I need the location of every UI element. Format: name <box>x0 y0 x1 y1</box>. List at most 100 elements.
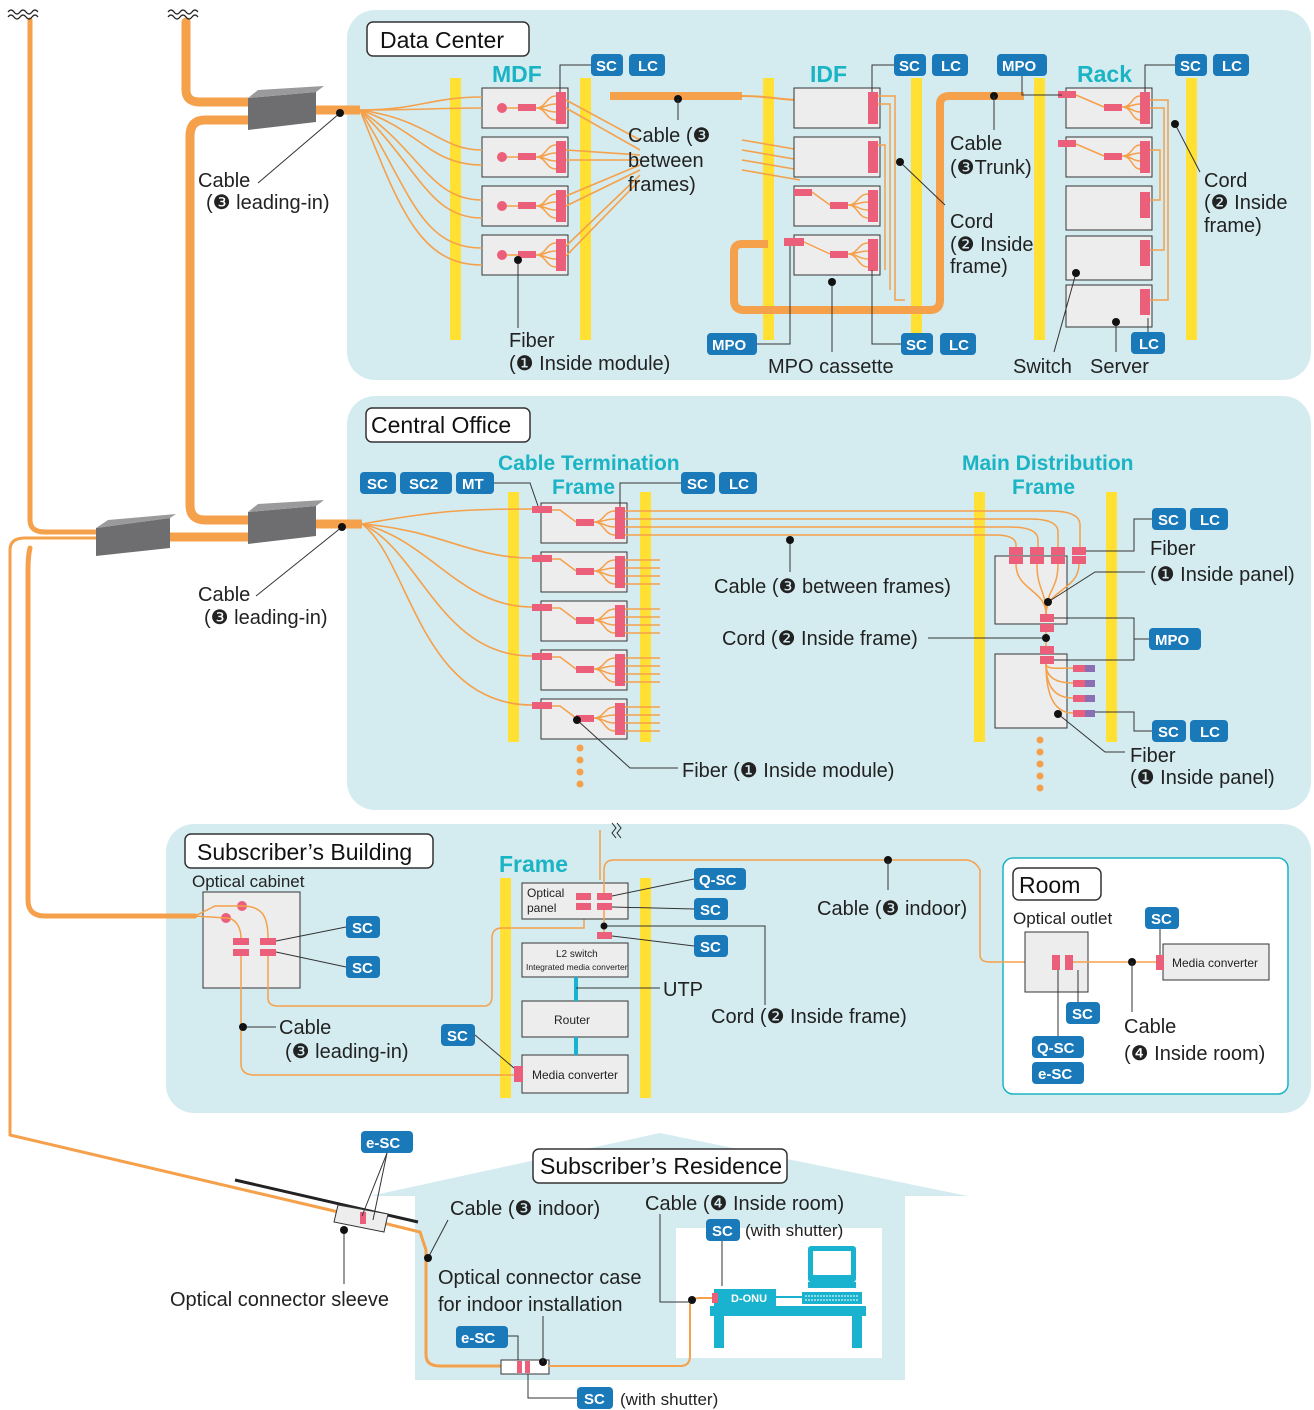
tag-sc: SC <box>1072 1006 1093 1023</box>
tag-sc: SC <box>906 337 927 354</box>
co-inside-panel-label: (❶ Inside panel) <box>1150 564 1295 586</box>
dc-leading-in-cable-label: Cable <box>198 170 250 192</box>
tag-sc: SC <box>899 58 920 75</box>
room-title-box <box>1012 867 1102 901</box>
sb-connector-tags[interactable]: SC SC Q-SC SC SC SC <box>346 868 746 1046</box>
mdf-title: MDF <box>492 61 542 87</box>
optical-connector-case <box>500 1359 550 1375</box>
sr-cable-indoor-label: Cable (❸ indoor) <box>450 1198 600 1220</box>
optical-cabinet-connectors <box>221 901 276 956</box>
trunk-cables <box>8 17 502 1368</box>
mdf2-title-1: Main Distribution <box>962 452 1134 475</box>
co-pointer-lines <box>255 526 1145 769</box>
tag-qsc: Q-SC <box>1037 1040 1075 1057</box>
pointer-dot <box>600 922 608 930</box>
mdf-to-idf-fibers <box>565 99 801 257</box>
tag-sc: SC <box>1151 911 1172 928</box>
co-tag-leaders <box>494 482 1152 732</box>
dc-between-frames-label-2: between <box>628 150 704 172</box>
optical-cabinet-fibers <box>194 905 585 1076</box>
data-center-title-box <box>366 21 530 57</box>
sb-cable-indoor-label: Cable (❸ indoor) <box>817 898 967 920</box>
dc-leading-in-fibers <box>359 96 483 266</box>
room-title: Room <box>1019 872 1080 898</box>
dc-between-frames-label-1: Cable (❸ <box>628 125 710 147</box>
tag-lc: LC <box>1200 512 1220 529</box>
tag-lc: LC <box>1139 336 1159 353</box>
trunk-cable-label: Cable <box>950 133 1002 155</box>
idf-cord-label: Cord <box>950 211 993 233</box>
co-leading-in-label: (❸ leading-in) <box>204 607 328 629</box>
tag-sc: SC <box>584 1391 605 1408</box>
room-panel <box>1002 857 1289 1095</box>
onu-connector <box>712 1293 718 1303</box>
dc-fiber-label: Fiber <box>509 330 555 352</box>
room-tags[interactable]: SC SC Q-SC e-SC <box>1032 907 1179 1084</box>
residence-title-box <box>532 1148 788 1184</box>
tag-sc: SC <box>367 476 388 493</box>
sr-cable-inside-room-label: Cable (❹ Inside room) <box>645 1193 844 1215</box>
tag-mpo: MPO <box>1002 58 1037 75</box>
tag-mpo: MPO <box>1155 632 1190 649</box>
tag-sc: SC <box>352 920 373 937</box>
tag-sc: SC <box>596 58 617 75</box>
tag-sc: SC <box>700 902 721 919</box>
router-label: Router <box>554 1013 590 1027</box>
tag-sc: SC <box>352 960 373 977</box>
tag-sc: SC <box>712 1223 733 1240</box>
co-connector-tags[interactable]: SC SC2 MT SC LC SC LC MPO SC LC <box>360 472 1228 742</box>
tag-sc: SC <box>1158 724 1179 741</box>
room-media-converter-label: Media converter <box>1172 956 1258 970</box>
d-onu-label: D-ONU <box>731 1293 767 1305</box>
residence-tags[interactable]: e-SC SC SC <box>456 1219 740 1409</box>
sb-leading-in-cable-label: Cable <box>279 1017 331 1039</box>
tag-lc: LC <box>638 58 658 75</box>
central-office-title-box <box>365 407 531 443</box>
tag-lc: LC <box>941 58 961 75</box>
co-fiber-panel-label: Fiber <box>1150 538 1196 560</box>
sleeve-leaders <box>343 1152 449 1284</box>
data-center-title: Data Center <box>380 27 504 53</box>
optical-outlet-label: Optical outlet <box>1013 909 1112 928</box>
residence-title: Subscriber’s Residence <box>540 1153 782 1179</box>
dc-pointer-lines <box>257 112 1201 353</box>
co-leading-in-fibers <box>361 508 533 706</box>
sb-media-converter-label: Media converter <box>532 1068 618 1082</box>
tag-sc: SC <box>1180 58 1201 75</box>
case-leaders <box>508 1214 723 1399</box>
rack-cord-inside-1: (❷ Inside <box>1204 192 1288 214</box>
optical-cabinet <box>202 891 301 989</box>
tag-esc-sleeve[interactable] <box>361 1131 413 1153</box>
subscribers-building-title: Subscriber’s Building <box>197 839 412 865</box>
co-fiber-panel2-label: Fiber <box>1130 745 1176 767</box>
idf-cords <box>878 95 905 301</box>
room-cable-label: Cable <box>1124 1016 1176 1038</box>
sb-cord-label: Cord (❷ Inside frame) <box>711 1006 907 1028</box>
co-fiber-module-label: Fiber (❶ Inside module) <box>682 760 894 782</box>
tag-sc: SC <box>447 1028 468 1045</box>
pointer-dot <box>340 1226 348 1234</box>
idf-cord-inside-1: (❷ Inside <box>950 234 1034 256</box>
rack-cord-inside-2: frame) <box>1204 215 1262 237</box>
co-between-frames-cables <box>625 510 1081 552</box>
frame-title: Frame <box>499 851 568 877</box>
room-inside-label: (❹ Inside room) <box>1124 1043 1265 1065</box>
co-between-frames-label: Cable (❸ between frames) <box>714 576 951 598</box>
ctf-title-2: Frame <box>552 476 615 499</box>
messenger-wire <box>234 1178 419 1224</box>
dc-connector-tags[interactable]: SC LC SC LC MPO SC LC MPO SC LC LC <box>591 54 1249 355</box>
mdf-modules <box>481 87 569 276</box>
tag-lc: LC <box>729 476 749 493</box>
co-leading-in-cable-label: Cable <box>198 584 250 606</box>
idf-title: IDF <box>810 61 847 87</box>
sb-leading-in-label: (❸ leading-in) <box>285 1041 409 1063</box>
closure-boxes <box>96 86 362 556</box>
tag-esc: e-SC <box>461 1330 495 1347</box>
ctf-title-1: Cable Termination <box>498 452 680 475</box>
pointer-dot <box>688 1296 696 1304</box>
subscribers-building-title-box <box>184 833 434 869</box>
tag-mpo: MPO <box>712 337 747 354</box>
co-cord-label: Cord (❷ Inside frame) <box>722 628 918 650</box>
tag-esc: e-SC <box>1038 1066 1072 1083</box>
desk <box>710 1306 866 1348</box>
